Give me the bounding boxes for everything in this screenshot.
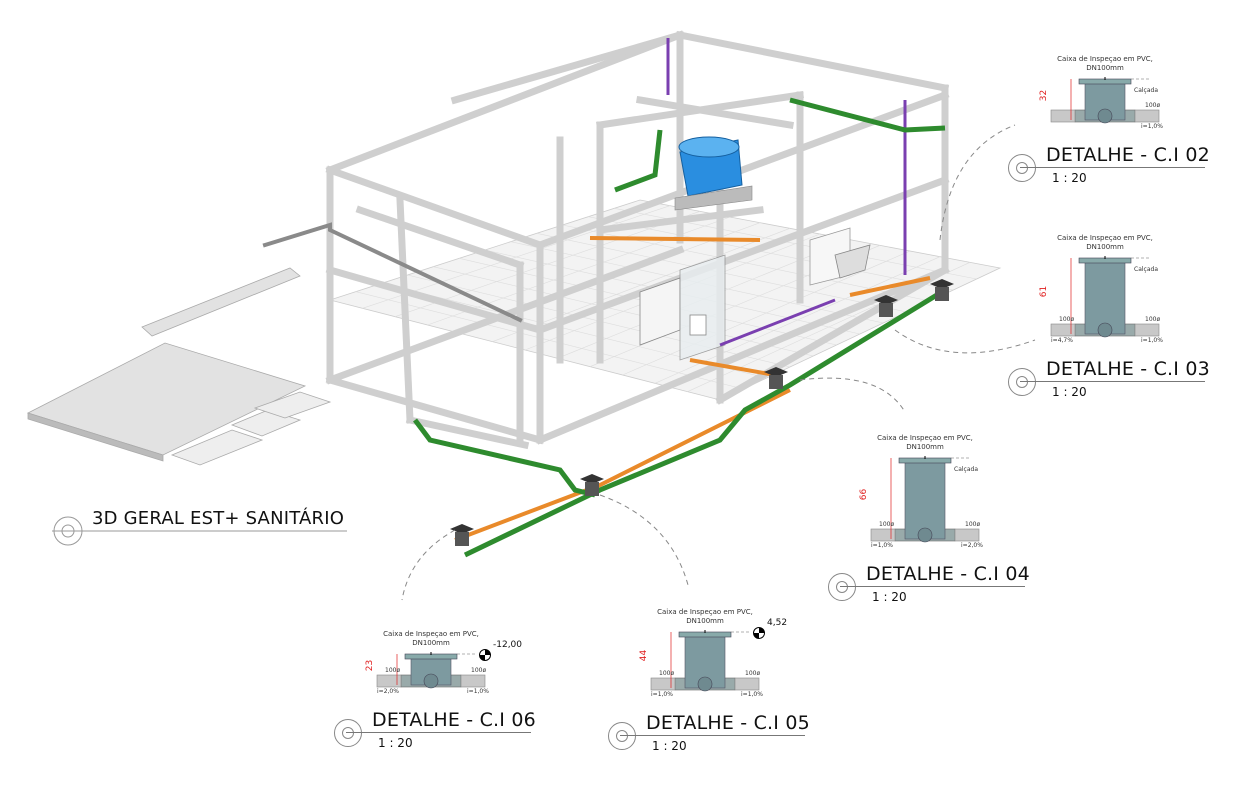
view-underline [1020, 381, 1205, 382]
view-underline [620, 735, 805, 736]
detail-caption: Caixa de Inspeçao em PVC, [877, 434, 973, 442]
pipe-left-diameter: 100ø [659, 670, 675, 677]
pipe-left-slope: i=4,7% [1051, 337, 1073, 344]
pipe-left-slope: i=1,0% [651, 691, 673, 698]
inspection-box-body [769, 375, 783, 389]
inspection-box [930, 279, 954, 289]
pipe-right-slope: i=2,0% [961, 542, 983, 549]
box-height-dimension: 66 [859, 488, 870, 500]
view-marker-icon [828, 573, 856, 601]
detail-caption-dn: DN100mm [1086, 243, 1124, 251]
pipe-right-diameter: 100ø [745, 670, 761, 677]
pipe-left-slope: i=1,0% [871, 542, 893, 549]
view-underline [346, 732, 531, 733]
pipe-right-slope: i=1,0% [1141, 337, 1163, 344]
inspection-box-drawing [650, 630, 760, 692]
inspection-box-body [455, 532, 469, 546]
pipe-right-slope: i=1,0% [741, 691, 763, 698]
leader-arrows [401, 124, 1036, 601]
pipe-left-diameter: 100ø [385, 667, 401, 674]
vent-pipes [454, 236, 931, 542]
water-tank [674, 136, 753, 211]
inspection-box-body [585, 482, 599, 496]
detail-ci05: Caixa de Inspeçao em PVC,DN100mm 44 100ø i… [608, 608, 820, 768]
view-underline [840, 586, 1025, 587]
sidewalk-label: Calçada [954, 466, 978, 473]
pipe-right-diameter: 100ø [1145, 316, 1161, 323]
inspection-box-drawing [870, 456, 980, 543]
inspection-box [450, 524, 474, 534]
level-marker-icon [479, 649, 491, 661]
inspection-box [874, 295, 898, 305]
ground-slabs [26, 267, 332, 466]
box-height-dimension: 23 [365, 659, 376, 671]
pipe-right-diameter: 100ø [965, 521, 981, 528]
main-view-marker-inner [61, 524, 75, 538]
pipe-right-slope: i=1,0% [1141, 123, 1163, 130]
inspection-box-body [935, 287, 949, 301]
detail-scale: 1 : 20 [872, 590, 907, 604]
detail-ci04: Caixa de Inspeçao em PVC,DN100mm 66 Calça… [828, 434, 1040, 604]
box-height-dimension: 32 [1039, 89, 1050, 101]
detail-scale: 1 : 20 [1052, 385, 1087, 399]
detail-title: DETALHE - C.I 06 [372, 709, 536, 731]
detail-title: DETALHE - C.I 05 [646, 712, 810, 734]
view-marker-icon [608, 722, 636, 750]
main-view-title: 3D GERAL EST+ SANITÁRIO [92, 508, 345, 529]
detail-caption-dn: DN100mm [412, 639, 450, 647]
detail-caption-dn: DN100mm [906, 443, 944, 451]
pipe-right-diameter: 100ø [1145, 102, 1161, 109]
inspection-box [580, 474, 604, 484]
pipe-right-slope: i=1,0% [467, 688, 489, 695]
detail-title: DETALHE - C.I 04 [866, 563, 1030, 585]
detail-scale: 1 : 20 [652, 739, 687, 753]
inspection-box-body [879, 303, 893, 317]
pipe-left-diameter: 100ø [1059, 316, 1075, 323]
pipe-left-diameter: 100ø [879, 521, 895, 528]
detail-caption: Caixa de Inspeçao em PVC, [1057, 55, 1153, 63]
detail-title: DETALHE - C.I 03 [1046, 358, 1210, 380]
detail-ci06: Caixa de Inspeçao em PVC,DN100mm 23 100ø i… [334, 630, 546, 790]
inspection-box [764, 367, 788, 377]
level-value: 4,52 [767, 618, 788, 628]
inspection-box-drawing [376, 652, 486, 689]
view-marker-icon [334, 719, 362, 747]
detail-caption-dn: DN100mm [686, 617, 724, 625]
detail-scale: 1 : 20 [378, 736, 413, 750]
detail-title: DETALHE - C.I 02 [1046, 144, 1210, 166]
level-value: -12,00 [493, 640, 523, 650]
main-view-marker [53, 516, 83, 546]
detail-caption: Caixa de Inspeçao em PVC, [1057, 234, 1153, 242]
inspection-boxes [450, 279, 954, 546]
view-marker-icon [1008, 154, 1036, 182]
detail-ci03: Caixa de Inspeçao em PVC,DN100mm 61 Calça… [1008, 234, 1220, 399]
detail-scale: 1 : 20 [1052, 171, 1087, 185]
inspection-box-drawing [1050, 77, 1160, 124]
detail-ci02: Caixa de Inspeçao em PVC,DN100mm 32 Calça… [1008, 55, 1220, 215]
detail-caption: Caixa de Inspeçao em PVC, [383, 630, 479, 638]
detail-caption-dn: DN100mm [1086, 64, 1124, 72]
view-marker-icon [1008, 368, 1036, 396]
detail-caption: Caixa de Inspeçao em PVC, [657, 608, 753, 616]
box-height-dimension: 61 [1039, 285, 1050, 298]
steel-structure [262, 30, 950, 450]
sewer-pipes [413, 97, 947, 558]
fixtures [639, 227, 871, 361]
inspection-box-drawing [1050, 256, 1160, 338]
view-underline [1020, 167, 1205, 168]
box-height-dimension: 44 [639, 649, 650, 662]
sidewalk-label: Calçada [1134, 87, 1158, 94]
pipe-right-diameter: 100ø [471, 667, 487, 674]
level-marker-icon [753, 627, 765, 639]
sidewalk-label: Calçada [1134, 266, 1158, 273]
pipe-left-slope: i=2,0% [377, 688, 399, 695]
